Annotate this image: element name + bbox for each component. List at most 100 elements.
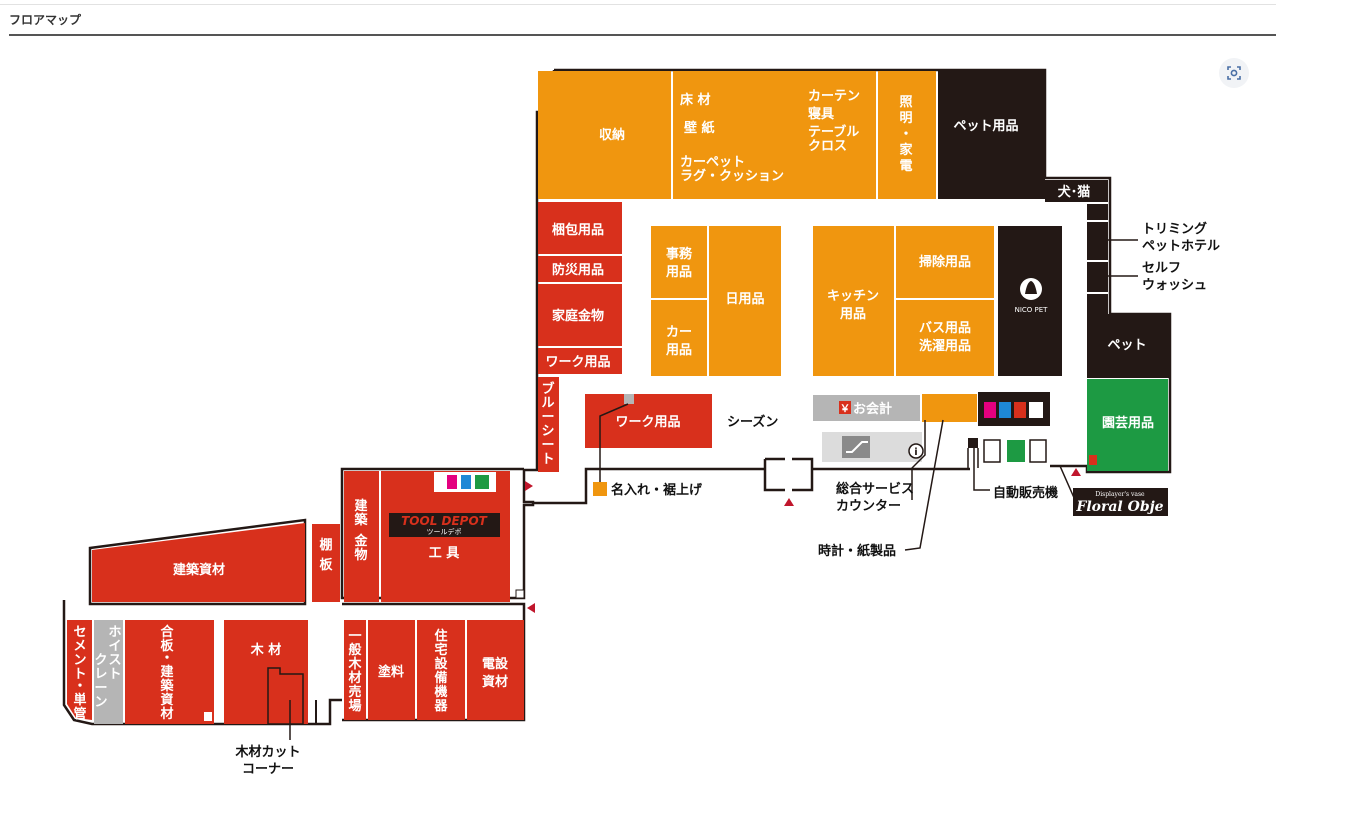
kk-char: 金 bbox=[353, 533, 368, 549]
pet-cell-wash bbox=[1087, 262, 1108, 292]
area-nichiyo bbox=[709, 226, 781, 376]
label-pet-goods: ペット用品 bbox=[953, 119, 1018, 134]
header-divider bbox=[9, 34, 1276, 36]
area-soji bbox=[896, 226, 994, 298]
cement-char: ン bbox=[73, 653, 86, 668]
male-restroom-icon-2 bbox=[461, 475, 471, 489]
ippan-char: 木 bbox=[347, 656, 362, 672]
stairs-icon bbox=[1029, 439, 1047, 463]
area-car bbox=[651, 300, 707, 376]
label-densetsu-2: 資材 bbox=[482, 674, 508, 690]
area-pet-goods bbox=[938, 71, 1045, 199]
goban-char: 建 bbox=[160, 664, 173, 680]
area-hoist bbox=[94, 620, 123, 724]
area-bosai bbox=[538, 256, 622, 282]
area-kitchen bbox=[813, 226, 894, 376]
accessible-icon-2 bbox=[475, 475, 489, 489]
area-tana bbox=[312, 524, 340, 602]
label-shomei-4: 家 bbox=[899, 142, 913, 158]
area-counter-orange bbox=[922, 394, 977, 422]
cement-char: ト bbox=[73, 667, 86, 682]
area-inu-neko bbox=[1045, 180, 1108, 202]
label-hoist: ホ イ ス ト ク レ ー ン bbox=[94, 625, 121, 710]
label-jutaku: 住 宅 設 備 機 器 bbox=[433, 628, 448, 714]
label-table: テーブル bbox=[808, 124, 859, 140]
pet-cell-1 bbox=[1087, 204, 1108, 220]
blue-sheet-char: ー bbox=[541, 438, 554, 453]
area-katei bbox=[538, 284, 622, 346]
escalator bbox=[822, 432, 922, 462]
label-counter: カウンター bbox=[836, 499, 901, 514]
label-kenchiku-shizai: 建築資材 bbox=[173, 562, 225, 578]
vending-marker bbox=[968, 438, 978, 448]
label-naire: 名入れ・裾上げ bbox=[611, 482, 703, 498]
female-restroom-icon-2 bbox=[447, 475, 457, 489]
entrance-arrow bbox=[784, 498, 794, 506]
area-cement bbox=[67, 620, 92, 720]
ippan-char: 材 bbox=[348, 670, 361, 686]
header-top-line bbox=[0, 4, 1276, 5]
hoist-char: ト bbox=[108, 667, 121, 682]
vending-wall bbox=[967, 448, 979, 468]
label-self: セルフ bbox=[1142, 261, 1181, 276]
kk-char: 建 bbox=[354, 498, 367, 514]
label-cloth: クロス bbox=[808, 139, 847, 154]
jutaku-char: 宅 bbox=[434, 642, 447, 658]
pet-cell-trimming bbox=[1087, 222, 1108, 260]
label-jimu-2: 用品 bbox=[665, 265, 692, 280]
hoist-char: ン bbox=[94, 695, 107, 710]
leader-naire bbox=[599, 403, 629, 484]
area-mokuzai bbox=[224, 620, 308, 724]
label-kitchen-2: 用品 bbox=[839, 307, 866, 322]
goban-char: 板 bbox=[160, 638, 174, 654]
small-marker-goban bbox=[204, 712, 212, 721]
zoom-button[interactable] bbox=[1219, 58, 1249, 88]
hoist-char: ー bbox=[94, 681, 107, 696]
label-shomei-2: 明 bbox=[899, 111, 912, 126]
label-wash: ウォッシュ bbox=[1142, 278, 1207, 293]
naire-icon bbox=[593, 482, 607, 496]
tool-depot-kana: ツールデポ bbox=[427, 527, 462, 536]
escalator-glyph bbox=[846, 441, 868, 453]
area-jutaku bbox=[417, 620, 465, 720]
area-lighting bbox=[878, 71, 936, 199]
wood-door bbox=[315, 700, 331, 724]
label-car: カー bbox=[666, 325, 692, 340]
label-cut: 木材カット bbox=[234, 744, 300, 760]
cement-char: ・ bbox=[73, 679, 86, 694]
area-nico-pet bbox=[998, 226, 1062, 376]
page-title: フロアマップ bbox=[9, 13, 82, 27]
label-bosai: 防災用品 bbox=[552, 262, 604, 278]
nico-pet-logo: NICO PET bbox=[1015, 278, 1048, 314]
area-kenchiku-kanamono bbox=[344, 471, 379, 602]
cement-char: 管 bbox=[73, 706, 86, 722]
label-toryo: 塗料 bbox=[378, 664, 404, 680]
corridor-wall bbox=[533, 467, 970, 505]
goban-char: 資 bbox=[160, 692, 173, 708]
leader-floral bbox=[1050, 465, 1076, 501]
jutaku-char: 備 bbox=[434, 670, 447, 686]
info-glyph: i bbox=[914, 447, 917, 458]
label-densetsu: 電設 bbox=[482, 656, 509, 672]
tana-char: 棚 bbox=[319, 537, 332, 553]
label-kitchen: キッチン bbox=[827, 289, 879, 304]
female-restroom-icon bbox=[984, 402, 996, 418]
ippan-char: 般 bbox=[348, 642, 361, 658]
area-blue-sheet bbox=[538, 377, 559, 472]
blue-sheet-char: ー bbox=[541, 410, 554, 425]
hoist-char: ホ bbox=[108, 625, 121, 640]
label-curtain: カーテン bbox=[808, 89, 860, 104]
entrance-arrow-east bbox=[1071, 468, 1081, 476]
label-kougu: 工 具 bbox=[429, 546, 460, 561]
kk-char: 物 bbox=[354, 547, 367, 563]
label-katei: 家庭金物 bbox=[552, 308, 604, 324]
small-marker bbox=[1089, 455, 1097, 465]
male-restroom-icon bbox=[999, 402, 1011, 418]
label-season: シーズン bbox=[727, 414, 778, 430]
area-toryo bbox=[368, 620, 415, 720]
area-kenchiku-shizai bbox=[92, 523, 305, 602]
label-ippan: 一 般 木 材 売 場 bbox=[347, 629, 362, 714]
kk-char: 築 bbox=[353, 512, 368, 528]
blue-sheet-char: シ bbox=[541, 424, 554, 439]
